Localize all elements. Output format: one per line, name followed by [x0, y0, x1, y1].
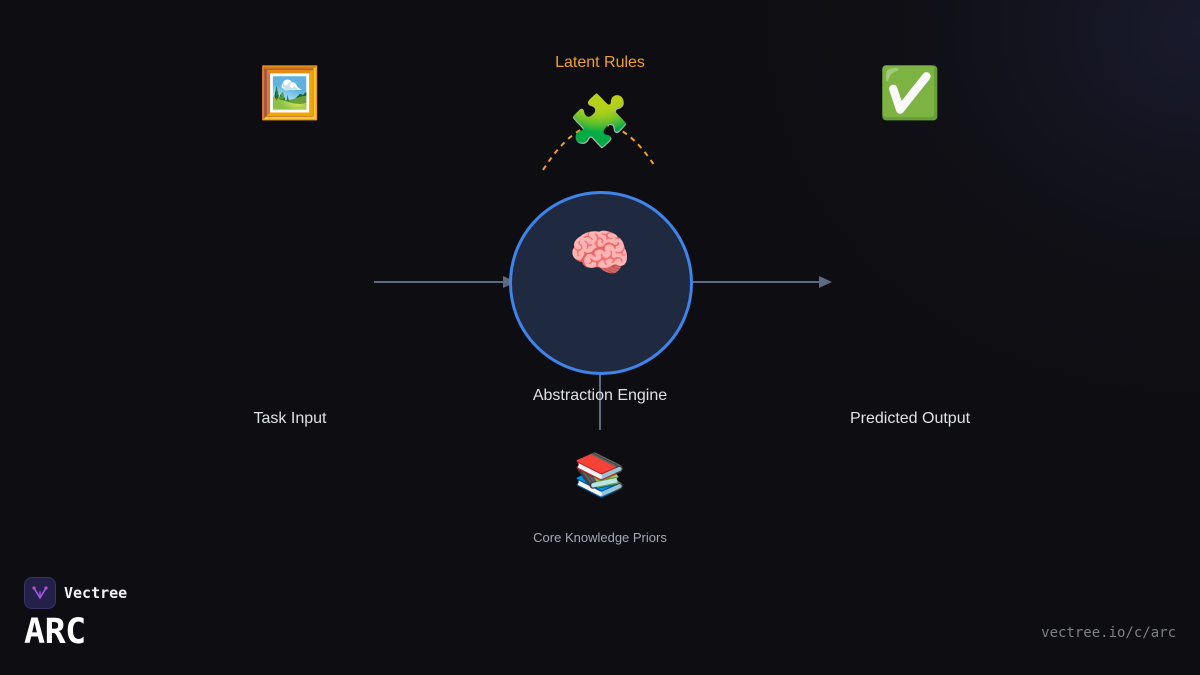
latent-rules-label: Latent Rules [555, 54, 645, 71]
books-icon: 📚 [573, 451, 627, 498]
brain-icon: 🧠 [568, 225, 632, 281]
source-url[interactable]: vectree.io/c/arc [1041, 625, 1176, 641]
brand: Vectree [24, 577, 127, 609]
abstraction-engine-circle [509, 191, 693, 375]
puzzle-piece-icon: 🧩 [568, 93, 632, 149]
predicted-output-label: Predicted Output [849, 410, 971, 427]
core-knowledge-priors-label: Core Knowledge Priors [533, 530, 667, 545]
framed-picture-icon: 🖼️ [258, 65, 322, 121]
edge-rules-arc [542, 123, 657, 171]
check-mark-icon: ✅ [878, 65, 942, 121]
brand-name: Vectree [64, 584, 128, 602]
abstraction-engine-label: Abstraction Engine [532, 387, 668, 404]
arrowhead-engine-to-output [819, 276, 832, 288]
task-input-label: Task Input [253, 410, 327, 427]
vectree-logo-icon [24, 577, 56, 609]
page-title: ARC [24, 612, 86, 652]
